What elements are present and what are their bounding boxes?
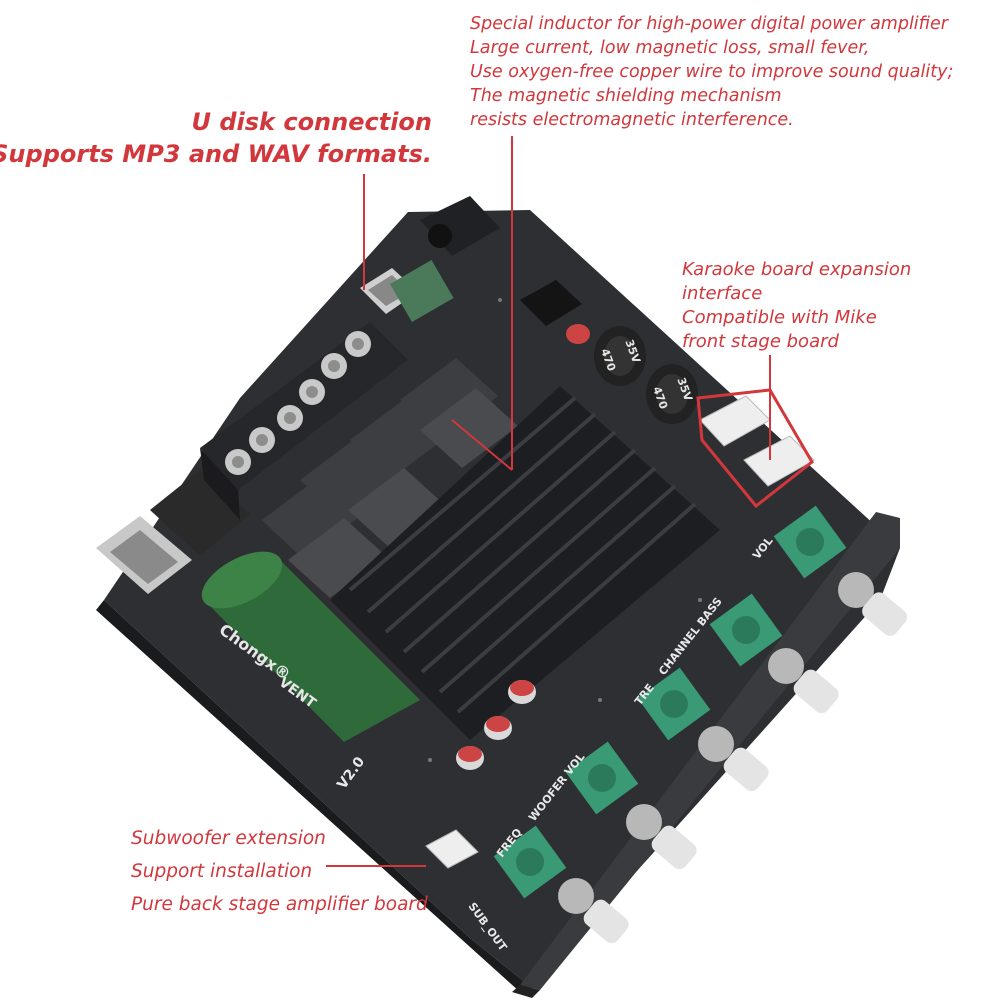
heat-sink	[330, 386, 720, 740]
subwoofer-connector	[425, 829, 479, 869]
pot-bass	[709, 593, 783, 667]
knob-bass	[768, 648, 839, 714]
callout-udisk: U disk connection Supports MP3 and WAV f…	[0, 106, 432, 170]
callout-line: Support installation	[131, 861, 313, 882]
callout-line: resists electromagnetic interference.	[470, 110, 794, 130]
u-disk-port	[360, 259, 454, 323]
pot-vol	[773, 505, 847, 579]
knob-vol	[838, 572, 908, 636]
screw-terminal-block	[200, 322, 408, 520]
karaoke-connectors	[696, 388, 815, 509]
callout-karaoke: Karaoke board expansion interface Compat…	[682, 258, 911, 354]
capacitor-470-b: 35V 470	[646, 364, 698, 424]
callout-line: Subwoofer extension	[131, 828, 326, 849]
callout-line: Supports MP3 and WAV formats.	[0, 140, 432, 168]
callout-line: Large current, low magnetic loss, small …	[470, 38, 870, 58]
knob-shafts	[558, 572, 908, 944]
knob-freq	[558, 878, 629, 944]
callout-inductor: Special inductor for high-power digital …	[470, 12, 953, 132]
inductors	[262, 358, 518, 598]
pot-treble	[637, 667, 711, 741]
callout-line: front stage board	[682, 331, 839, 352]
callout-line: U disk connection	[191, 108, 432, 136]
callout-subwoofer: Subwoofer extension Support installation…	[131, 822, 428, 921]
terminal-screws	[225, 331, 371, 475]
leader-line-inductor-tip	[451, 419, 513, 471]
audio-jack	[420, 196, 500, 256]
callout-line: Use oxygen-free copper wire to improve s…	[470, 62, 954, 82]
callout-line: Special inductor for high-power digital …	[470, 14, 948, 34]
dc-input-jack	[150, 470, 250, 556]
pot-woofer-vol	[565, 741, 639, 815]
usb-b-port	[96, 516, 192, 594]
callout-line: The magnetic shielding mechanism	[470, 86, 782, 106]
knob-woofer-vol	[626, 804, 697, 870]
main-chip	[520, 280, 582, 326]
callout-line: Compatible with Mike	[682, 307, 877, 328]
pot-freq	[493, 825, 567, 899]
leader-lines	[326, 136, 771, 867]
callout-line: Pure back stage amplifier board	[131, 894, 428, 915]
callout-line: interface	[682, 283, 763, 304]
capacitor-470-a: 35V 470	[594, 326, 646, 386]
potentiometers	[493, 505, 847, 899]
callout-line: Karaoke board expansion	[682, 259, 912, 280]
main-capacitor: Chongx® VENT	[201, 551, 420, 742]
small-capacitors	[456, 324, 590, 770]
knob-treble	[698, 726, 769, 792]
